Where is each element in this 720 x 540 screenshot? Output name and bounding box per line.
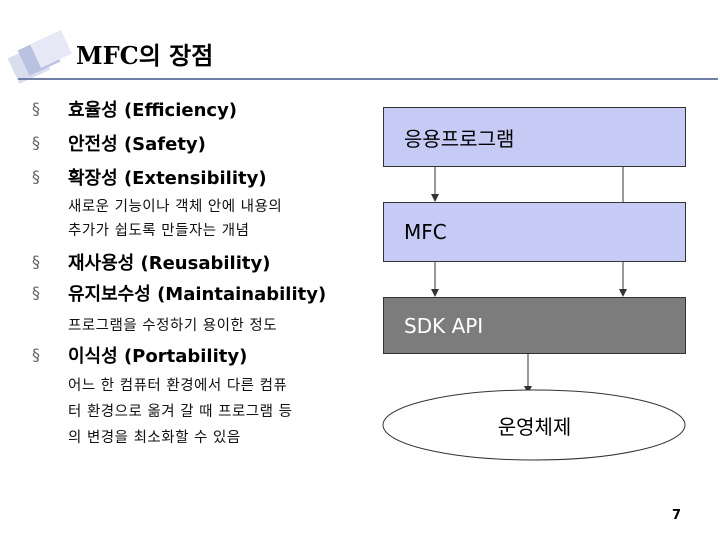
- title-rule: [18, 78, 718, 80]
- bullet-marker-icon: §: [32, 133, 40, 152]
- portability-desc-line: 터 환경으로 옮겨 갈 때 프로그램 등: [68, 404, 293, 420]
- bullet-marker-icon: §: [32, 167, 40, 186]
- bullet-maintainability: 유지보수성 (Maintainability): [68, 284, 327, 305]
- bullet-marker-icon: §: [32, 99, 40, 118]
- maintainability-desc-line: 프로그램을 수정하기 용이한 정도: [68, 318, 278, 334]
- portability-desc-line: 의 변경을 최소화할 수 있음: [68, 430, 241, 446]
- mfc-layer-box: MFC: [383, 202, 686, 262]
- mfc-layer-label: MFC: [404, 220, 447, 244]
- os-layer-label: 운영체제: [497, 414, 572, 439]
- app-layer-label: 응용프로그램: [404, 126, 515, 151]
- os-ellipse: [382, 389, 686, 461]
- sdk-layer-label: SDK API: [404, 313, 484, 338]
- bullet-portability: 이식성 (Portability): [68, 346, 248, 367]
- bullet-extensibility: 확장성 (Extensibility): [68, 168, 267, 189]
- bullet-safety: 안전성 (Safety): [68, 134, 206, 155]
- bullet-efficiency: 효율성 (Efficiency): [68, 100, 238, 121]
- bullet-marker-icon: §: [32, 252, 40, 271]
- slide-title: MFC의 장점: [76, 41, 214, 70]
- sdk-layer-box: SDK API: [383, 297, 686, 354]
- title-decoration-icon: [8, 30, 72, 84]
- app-layer-box: 응용프로그램: [383, 107, 686, 167]
- extensibility-desc-line: 새로운 기능이나 객체 안에 내용의: [68, 199, 283, 215]
- os-layer: 운영체제: [383, 390, 686, 460]
- portability-desc-line: 어느 한 컴퓨터 환경에서 다른 컴퓨: [68, 378, 288, 394]
- extensibility-desc-line: 추가가 쉽도록 만들자는 개념: [68, 223, 250, 239]
- page-number: 7: [672, 508, 682, 523]
- bullet-marker-icon: §: [32, 345, 40, 364]
- bullet-marker-icon: §: [32, 283, 40, 302]
- bullet-reusability: 재사용성 (Reusability): [68, 253, 271, 274]
